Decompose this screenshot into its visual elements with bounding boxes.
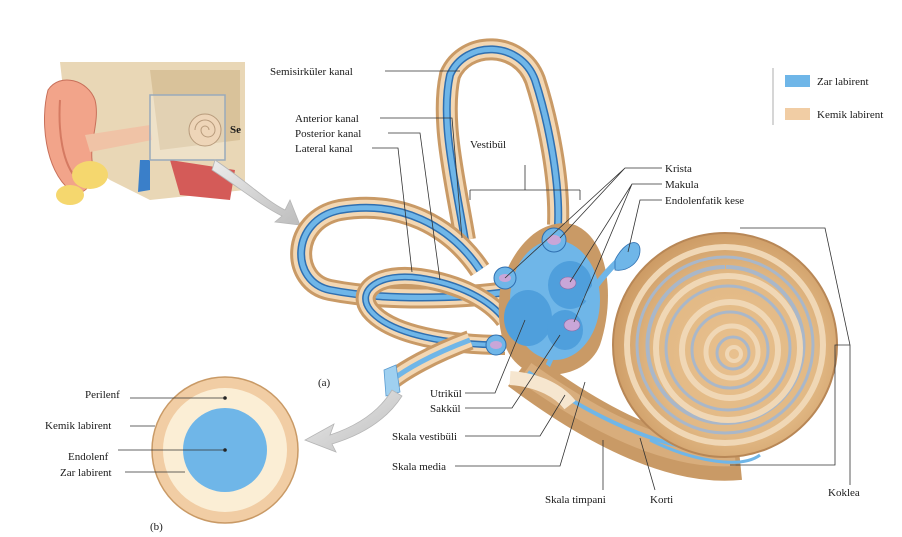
cross-section: Perilenf Kemik labirent Endolenf Zar lab… (45, 377, 298, 533)
legend-swatch-kemik-labirent (785, 108, 810, 120)
label-panel-a: (a) (318, 377, 331, 389)
legend-label-zar-labirent: Zar labirent (817, 76, 869, 88)
label-koklea: Koklea (828, 487, 860, 499)
label-utrikul: Utrikül (430, 388, 462, 400)
label-krista: Krista (665, 163, 692, 175)
label-skala-vestibuli: Skala vestibüli (392, 431, 457, 443)
label-skala-media: Skala media (392, 461, 446, 473)
label-skala-timpani: Skala timpani (545, 494, 606, 506)
legend-swatch-zar-labirent (785, 75, 810, 87)
label-posterior-kanal: Posterior kanal (295, 128, 361, 140)
label-lateral-kanal: Lateral kanal (295, 143, 353, 155)
section-arrow (305, 390, 402, 452)
ear-overview-illustration: Se (42, 58, 252, 208)
label-semisirkuler-kanal: Semisirküler kanal (270, 66, 353, 78)
label-vestibul: Vestibül (470, 139, 506, 151)
legend-label-kemik-labirent: Kemik labirent (817, 109, 883, 121)
label-se: Se (230, 124, 241, 136)
label-zar-labirent-b: Zar labirent (60, 467, 112, 479)
label-panel-b: (b) (150, 521, 163, 533)
legend: Zar labirent Kemik labirent (773, 68, 883, 125)
label-anterior-kanal: Anterior kanal (295, 113, 359, 125)
label-sakkul: Sakkül (430, 403, 461, 415)
label-kemik-labirent-b: Kemik labirent (45, 420, 111, 432)
label-perilenf: Perilenf (85, 389, 120, 401)
label-korti: Korti (650, 494, 673, 506)
label-makula: Makula (665, 179, 699, 191)
label-endolenf: Endolenf (68, 451, 109, 463)
label-endolenfatik-kese: Endolenfatik kese (665, 195, 744, 207)
